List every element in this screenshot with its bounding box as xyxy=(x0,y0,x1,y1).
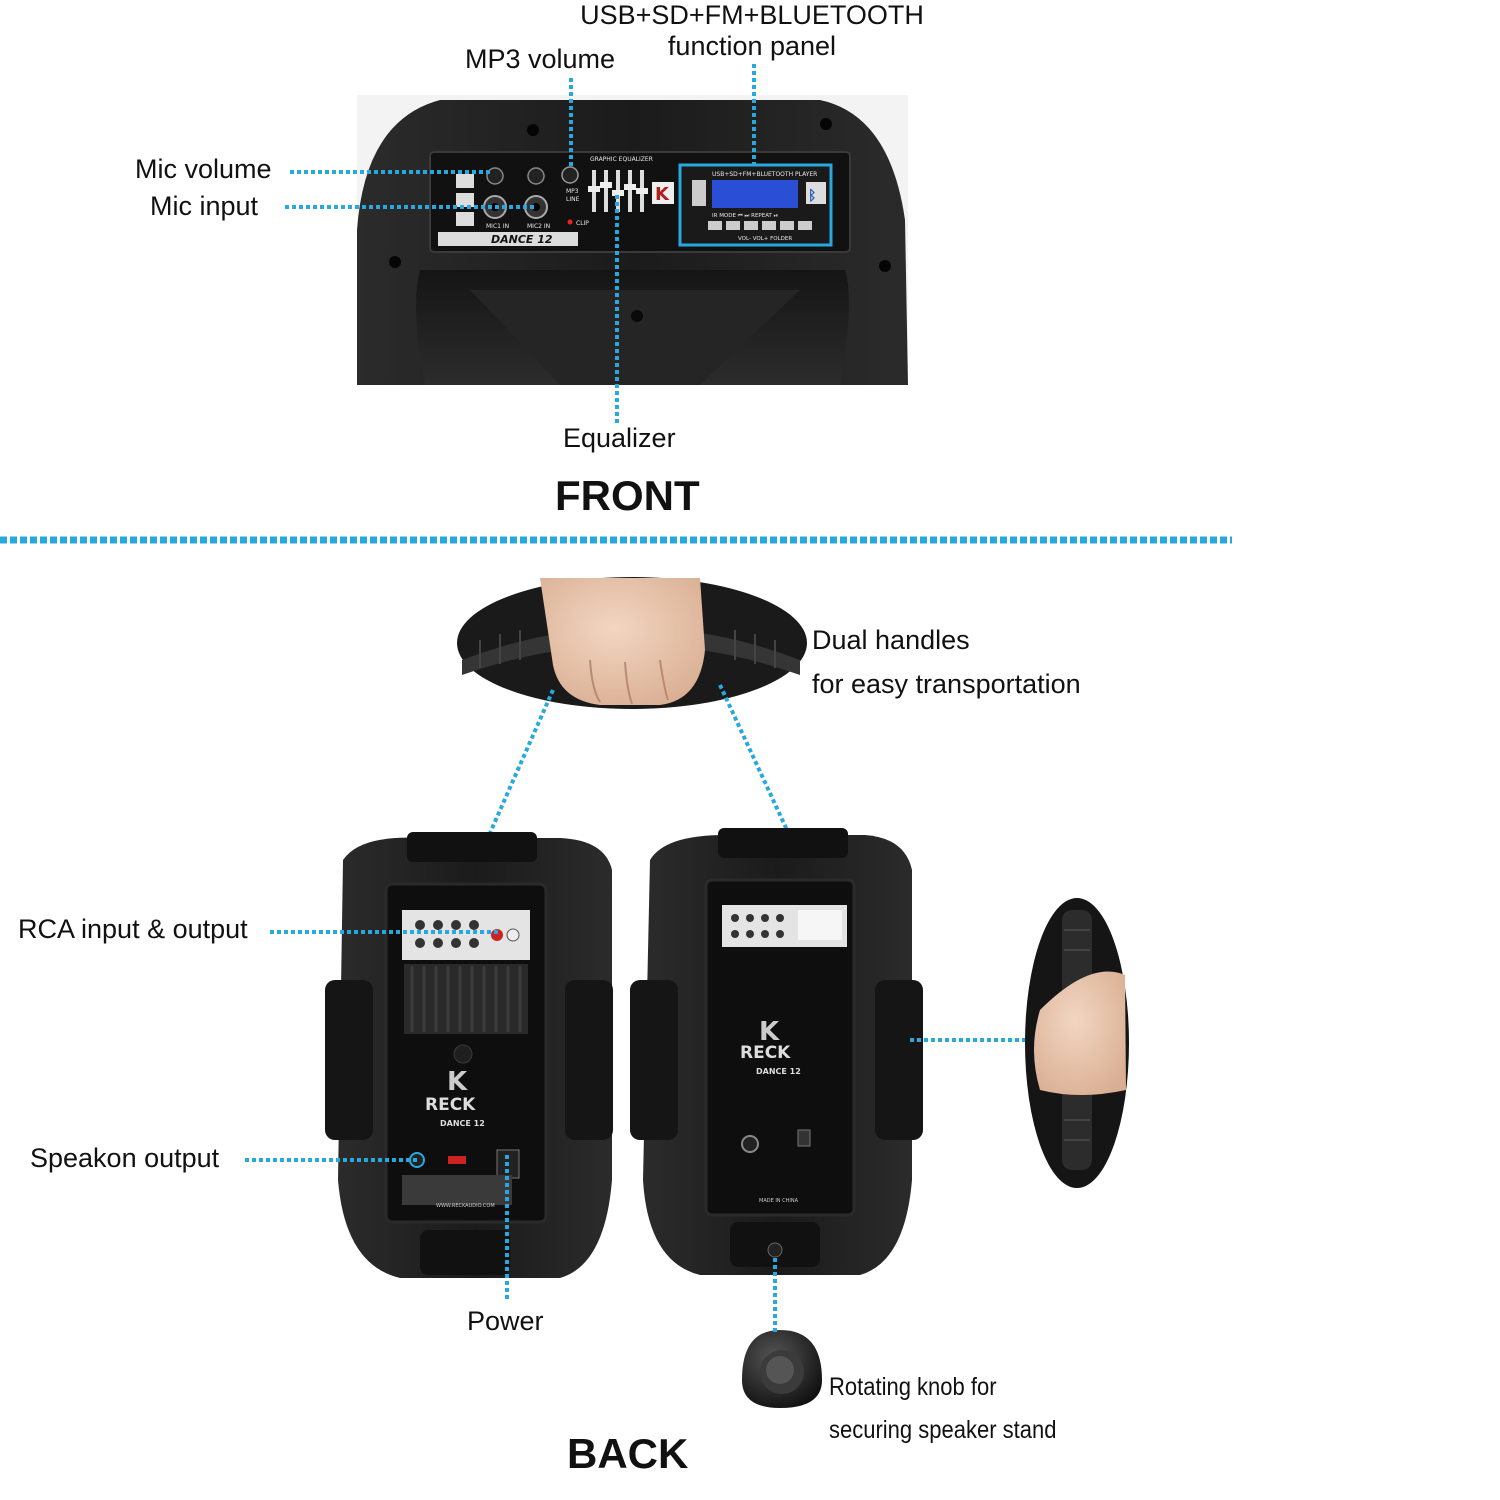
panel-line-label: LINE xyxy=(566,196,580,203)
mic1-volume-knob xyxy=(486,167,504,185)
hand-on-top-handle xyxy=(540,578,705,705)
hand-on-side-handle xyxy=(1034,971,1126,1095)
svg-text:K: K xyxy=(759,1017,780,1047)
mic2-volume-knob xyxy=(527,167,545,185)
panel-mp3-label: MP3 xyxy=(566,188,579,195)
rca-callout: RCA input & output xyxy=(18,914,248,944)
back-speaker-right: K RECK DANCE 12 MADE IN CHINA xyxy=(630,828,923,1275)
side-handle-photo xyxy=(1025,898,1129,1188)
panel-clip-label: CLIP xyxy=(576,220,589,227)
front-section-title: FRONT xyxy=(555,472,700,519)
panel-eq-title: GRAPHIC EQUALIZER xyxy=(590,156,653,163)
lcd-display xyxy=(712,180,798,208)
sd-slot xyxy=(692,180,706,206)
speakon-callout: Speakon output xyxy=(30,1143,220,1173)
right-made-in-text: MADE IN CHINA xyxy=(759,1198,799,1204)
svg-text:K: K xyxy=(447,1067,468,1097)
panel-vol-labels: VOL- VOL+ FOLDER xyxy=(738,236,792,242)
mp3-volume-callout: MP3 volume xyxy=(465,44,616,74)
panel-mic2-label: MIC2 IN xyxy=(527,223,550,230)
svg-text:ᛒ: ᛒ xyxy=(808,188,816,204)
left-model-text: DANCE 12 xyxy=(440,1119,485,1128)
front-reck-logo xyxy=(652,182,674,204)
player-buttons xyxy=(708,221,812,230)
left-brand-text: RECK xyxy=(425,1095,476,1115)
bluetooth-icon xyxy=(456,193,474,207)
knob-callout-line2: securing speaker stand xyxy=(829,1416,1057,1444)
knob-callout-line1: Rotating knob for xyxy=(829,1373,997,1401)
bluetooth-logo-icon xyxy=(806,182,826,204)
rca-white-jack xyxy=(506,928,520,942)
mic-volume-callout: Mic volume xyxy=(135,154,272,184)
right-brand-text: RECK xyxy=(740,1043,791,1063)
front-speaker-photo: DANCE 12 MIC1 IN MIC2 IN MP3 LINE CLIP G… xyxy=(357,95,908,385)
handles-callout-line1: Dual handles xyxy=(812,625,970,655)
handles-callout-line2: for easy transportation xyxy=(812,669,1081,699)
back-speaker-left: K RECK DANCE 12 WWW.RECKAUDIO.COM xyxy=(325,832,613,1278)
equalizer-sliders xyxy=(588,170,648,212)
back-callout-lines xyxy=(245,930,1025,1335)
mic-input-callout: Mic input xyxy=(150,191,259,221)
power-callout: Power xyxy=(467,1306,544,1336)
mp3-volume-knob xyxy=(561,166,579,184)
rotating-knob-photo xyxy=(742,1330,822,1408)
handles-callout: Dual handles for easy transportation xyxy=(812,618,1081,706)
back-section-title: BACK xyxy=(567,1430,689,1477)
top-handle-photo xyxy=(457,577,807,709)
panel-model-text: DANCE 12 xyxy=(491,233,553,246)
left-website-text: WWW.RECKAUDIO.COM xyxy=(436,1203,495,1209)
right-model-text: DANCE 12 xyxy=(756,1067,801,1076)
mp3-icon xyxy=(456,212,474,226)
panel-buttons-labels: IR MODE ⏮ ⏭ REPEAT ⏯ xyxy=(712,213,778,219)
front-callout-lines xyxy=(285,64,756,425)
panel-mic1-label: MIC1 IN xyxy=(486,223,509,230)
svg-text:K: K xyxy=(655,184,670,205)
usb-panel-callout-line1: USB+SD+FM+BLUETOOTH xyxy=(580,0,924,30)
knob-callout: Rotating knob for securing speaker stand xyxy=(829,1366,1056,1452)
usb-panel-callout-line2: function panel xyxy=(667,31,837,62)
usb-panel-callout: USB+SD+FM+BLUETOOTH function panel xyxy=(566,0,938,62)
handle-callout-lines xyxy=(488,684,789,834)
usb-icon xyxy=(456,174,474,188)
equalizer-callout: Equalizer xyxy=(563,423,676,453)
panel-player-title: USB+SD+FM+BLUETOOTH PLAYER xyxy=(712,171,817,178)
